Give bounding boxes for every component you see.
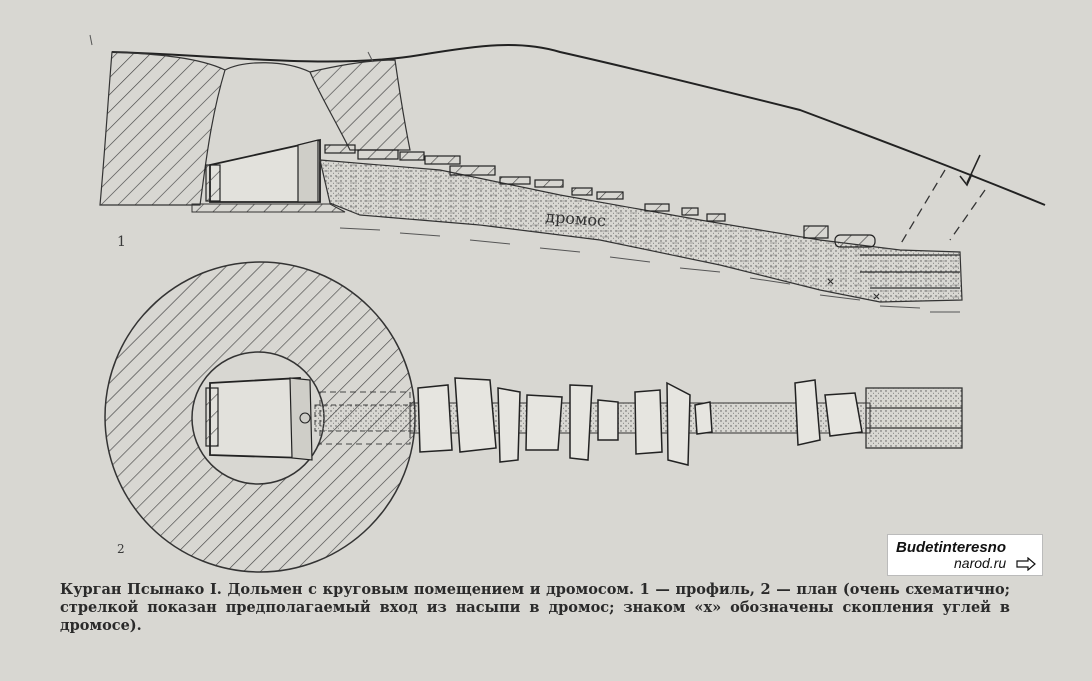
dromos-label: дромос xyxy=(545,207,607,230)
dromos-end-layers xyxy=(860,254,960,289)
profile-section: дромос xyxy=(89,34,1046,313)
figure-caption: Курган Псынако I. Дольмен с круговым пом… xyxy=(60,581,1010,634)
mound-surface-line xyxy=(111,43,1046,206)
dromos-capstones xyxy=(324,144,876,248)
panel-1-label: 1 xyxy=(117,234,126,250)
mound-hatched-right xyxy=(309,59,411,151)
chamber-arch xyxy=(224,62,311,73)
ground-dashes xyxy=(339,227,960,313)
plan-section xyxy=(104,261,963,573)
entry-arrow xyxy=(959,154,981,187)
watermark-line2: narod.ru xyxy=(954,555,1007,571)
dashed-trench-right xyxy=(949,189,986,241)
ground-base xyxy=(191,203,346,213)
dromos-end-block xyxy=(865,387,963,449)
dromos-plan-slabs xyxy=(417,377,863,466)
watermark-line1: Budetinteresno xyxy=(896,539,1007,556)
arrow-right-icon xyxy=(1016,557,1036,571)
panel-2-label: 2 xyxy=(117,542,125,556)
dashed-trench-left xyxy=(899,169,946,246)
charcoal-marks xyxy=(827,278,880,300)
dolmen-portal xyxy=(297,139,319,203)
watermark-logo[interactable]: Budetinteresno narod.ru xyxy=(887,534,1043,576)
mound-hatched-left xyxy=(99,51,226,206)
dolmen-front-slab xyxy=(205,164,221,202)
